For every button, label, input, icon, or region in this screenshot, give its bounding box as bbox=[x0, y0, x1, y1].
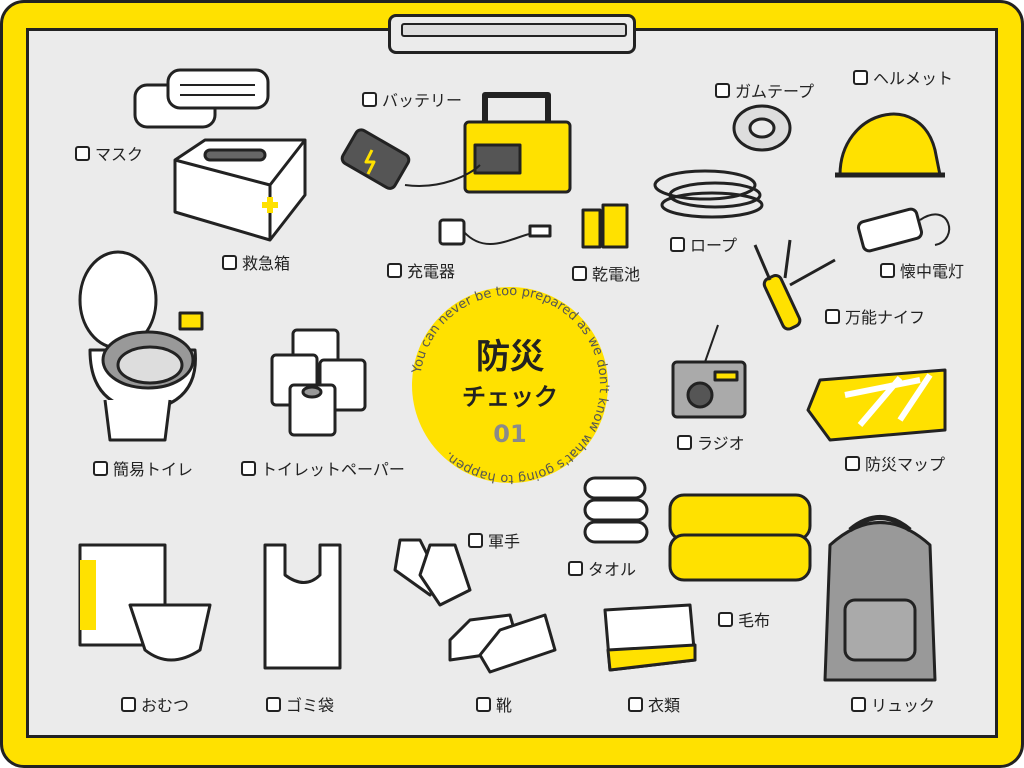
checklist-item-label: 乾電池 bbox=[592, 265, 641, 284]
diaper-icon bbox=[78, 543, 212, 662]
checklist-item-label: 充電器 bbox=[407, 262, 456, 281]
checkbox[interactable] bbox=[468, 532, 483, 548]
shoes-icon bbox=[448, 613, 557, 674]
checklist-item[interactable]: ゴミ袋 bbox=[266, 692, 334, 716]
battery-icon bbox=[340, 92, 572, 194]
checkbox[interactable] bbox=[853, 69, 868, 85]
checklist-item[interactable]: ラジオ bbox=[677, 430, 745, 454]
checkbox[interactable] bbox=[362, 91, 377, 107]
checklist-item[interactable]: タオル bbox=[568, 556, 636, 580]
multitool-icon bbox=[753, 239, 836, 331]
badge-subtitle: チェック bbox=[462, 383, 558, 411]
flashlight-icon bbox=[856, 207, 951, 253]
clipboard-clip bbox=[388, 14, 636, 54]
checkbox[interactable] bbox=[266, 696, 281, 712]
checklist-item-label: 救急箱 bbox=[242, 254, 291, 273]
checkbox[interactable] bbox=[572, 265, 587, 281]
backpack-icon bbox=[823, 515, 937, 682]
checklist-item[interactable]: リュック bbox=[851, 692, 935, 716]
checklist-item[interactable]: 救急箱 bbox=[222, 250, 290, 274]
checklist-item-label: トイレットペーパー bbox=[261, 460, 405, 479]
checklist-item-label: 簡易トイレ bbox=[113, 460, 194, 479]
checkbox[interactable] bbox=[628, 696, 643, 712]
checkbox[interactable] bbox=[880, 262, 895, 278]
toilet-paper-icon bbox=[270, 328, 367, 437]
badge-title: 防災 bbox=[476, 337, 544, 377]
toilet-icon bbox=[78, 250, 204, 442]
towel-icon bbox=[583, 476, 649, 544]
charger-icon bbox=[438, 218, 552, 246]
checkbox[interactable] bbox=[825, 308, 840, 324]
checklist-item[interactable]: 乾電池 bbox=[572, 261, 640, 285]
checklist-item-label: 毛布 bbox=[738, 611, 771, 630]
checklist-item-label: リュック bbox=[871, 696, 936, 715]
checklist-item[interactable]: バッテリー bbox=[362, 87, 462, 111]
checkbox[interactable] bbox=[568, 560, 583, 576]
tape-icon bbox=[732, 104, 792, 152]
checklist-item-label: おむつ bbox=[141, 696, 190, 715]
gloves-icon bbox=[393, 538, 472, 607]
checklist-item[interactable]: おむつ bbox=[121, 692, 189, 716]
checklist-item[interactable]: 充電器 bbox=[387, 258, 455, 282]
checklist-item-label: ヘルメット bbox=[873, 69, 954, 88]
clothes-icon bbox=[603, 603, 697, 672]
checkbox[interactable] bbox=[121, 696, 136, 712]
checklist-item-label: 懐中電灯 bbox=[900, 262, 965, 281]
checklist-item-label: ゴミ袋 bbox=[286, 696, 335, 715]
checkbox[interactable] bbox=[387, 262, 402, 278]
checklist-item-label: ロープ bbox=[690, 236, 738, 255]
trash-bag-icon bbox=[263, 543, 342, 670]
checklist-item[interactable]: ロープ bbox=[670, 232, 737, 256]
checklist-item[interactable]: 軍手 bbox=[468, 528, 520, 552]
checklist-item-label: 万能ナイフ bbox=[845, 308, 926, 327]
badge-number: 01 bbox=[493, 420, 526, 448]
checklist-item[interactable]: 万能ナイフ bbox=[825, 304, 925, 328]
checkbox[interactable] bbox=[670, 236, 685, 252]
checklist-item[interactable]: 衣類 bbox=[628, 692, 680, 716]
checklist-item[interactable]: ヘルメット bbox=[853, 65, 953, 89]
checklist-item-label: タオル bbox=[588, 560, 637, 579]
checklist-item-label: ラジオ bbox=[697, 434, 745, 453]
checklist-item-label: 軍手 bbox=[488, 532, 521, 551]
rope-icon bbox=[653, 169, 764, 219]
checkbox[interactable] bbox=[715, 82, 730, 98]
checklist-item[interactable]: 防災マップ bbox=[845, 451, 945, 475]
checklist-item[interactable]: 毛布 bbox=[718, 607, 770, 631]
checkbox[interactable] bbox=[718, 611, 733, 627]
checklist-item-label: ガムテープ bbox=[735, 82, 815, 101]
mask-icon bbox=[133, 68, 270, 129]
checklist-item-label: 衣類 bbox=[648, 696, 681, 715]
checkbox[interactable] bbox=[851, 696, 866, 712]
checklist-item-label: バッテリー bbox=[382, 91, 463, 110]
blanket-icon bbox=[668, 493, 812, 582]
checklist-item[interactable]: マスク bbox=[75, 141, 143, 165]
checkbox[interactable] bbox=[93, 460, 108, 476]
checkbox[interactable] bbox=[677, 434, 692, 450]
checkbox[interactable] bbox=[241, 460, 256, 476]
checkbox[interactable] bbox=[222, 254, 237, 270]
first-aid-box-icon bbox=[173, 138, 307, 242]
checklist-item-label: マスク bbox=[95, 145, 144, 164]
checkbox[interactable] bbox=[75, 145, 90, 161]
checkbox[interactable] bbox=[476, 696, 491, 712]
checkbox[interactable] bbox=[845, 455, 860, 471]
dry-cell-icon bbox=[581, 203, 629, 249]
disaster-check-badge: You can never be too prepared as we don'… bbox=[410, 284, 611, 486]
radio-icon bbox=[671, 324, 747, 419]
map-icon bbox=[806, 368, 947, 442]
checklist-item[interactable]: 靴 bbox=[476, 692, 512, 716]
helmet-icon bbox=[835, 112, 945, 178]
checklist-item[interactable]: 懐中電灯 bbox=[880, 258, 964, 282]
checklist-item[interactable]: トイレットペーパー bbox=[241, 456, 405, 480]
checklist-item[interactable]: 簡易トイレ bbox=[93, 456, 193, 480]
checklist-item-label: 靴 bbox=[496, 696, 513, 715]
checklist-item[interactable]: ガムテープ bbox=[715, 78, 814, 102]
checklist-item-label: 防災マップ bbox=[865, 455, 946, 474]
